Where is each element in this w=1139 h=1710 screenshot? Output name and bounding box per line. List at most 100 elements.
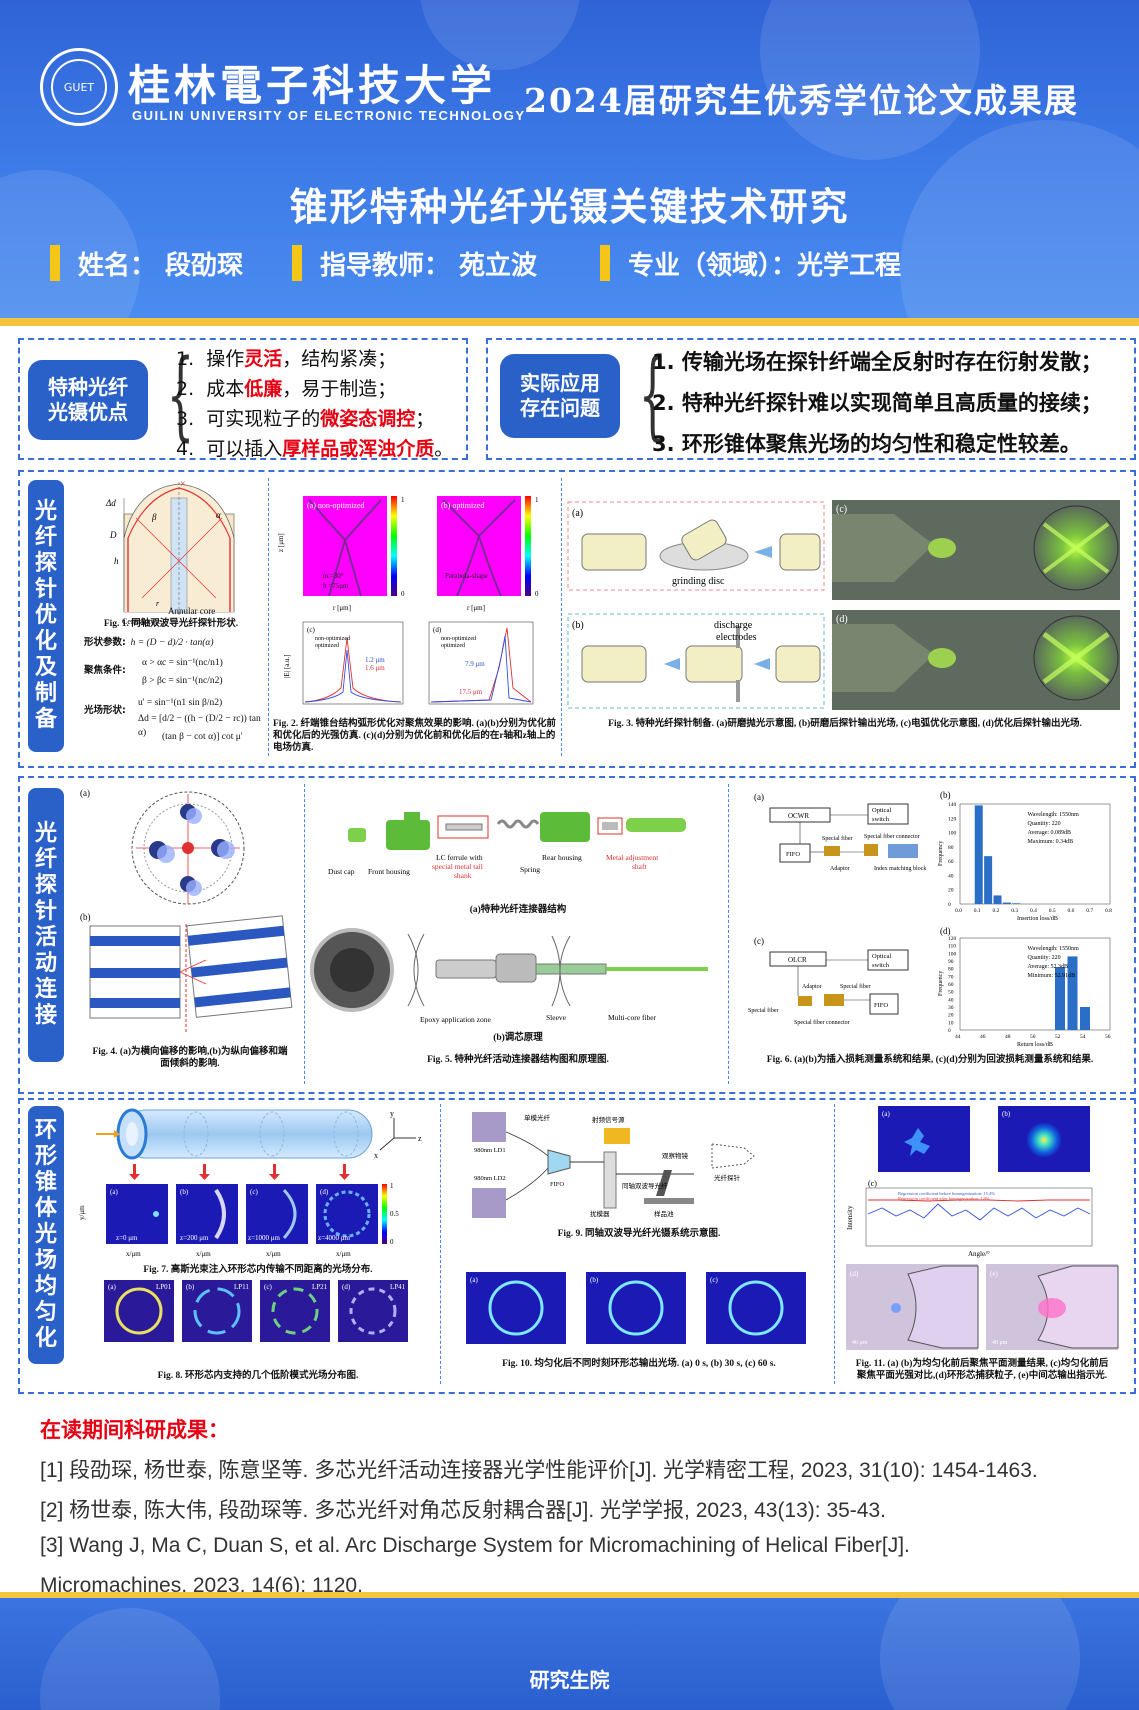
section-label-char: 体 — [34, 1196, 57, 1221]
formula-field-2: Δd = [d/2 − ((h − (D/2 − rc)) tan α) — [138, 714, 261, 738]
fig2-cb-top-a: 1 — [401, 496, 405, 504]
fig6b-stat: Maximum: 0.34dB — [1028, 839, 1074, 845]
section3-label: 环形锥体光场均匀化 — [28, 1106, 64, 1364]
advantages-label-l2: 光镊优点 — [48, 400, 128, 424]
fig5-b-caption: (b)调芯原理 — [493, 1033, 543, 1043]
fig6b-stat: Wavelength: 1550nm — [1028, 812, 1080, 818]
formula-focus-2: β > βc = sin⁻¹(nc/n2) — [142, 676, 223, 686]
fig5-panel: Dust cap Front housing LC ferrule with s… — [308, 784, 729, 1084]
logo-text: GUET — [51, 59, 107, 115]
fig4-offset-diagram: (a) (b) — [80, 788, 293, 1034]
fig6b-ytick: 100 — [948, 831, 957, 837]
fig7-8-ring-field: yzx 10.50 (a) (b) (c) (d) z=0 μm z=200 μ… — [78, 1108, 422, 1342]
fig6b-bar — [993, 895, 1002, 904]
fig6-loss-measurement: (a) OCWR Optical switch FIFO Special fib… — [748, 790, 1112, 1048]
reference-item: Micromachines, 2023, 14(6): 1120. — [40, 1574, 363, 1597]
fig11-results: (a) (b) (c) Regression coefficient befor… — [846, 1106, 1119, 1350]
fig11-a: (a) — [882, 1110, 890, 1118]
fig6d-xtick: 46 — [980, 1034, 986, 1040]
fig3-a-label: (a) — [572, 508, 583, 519]
fig6-adaptor-a: Adaptor — [830, 866, 850, 872]
fig6b-ytick: 0 — [948, 902, 951, 908]
fig9-obj: 观察物镜 — [662, 1151, 689, 1160]
fig6d-stat: Minimum: 52.91dB — [1028, 973, 1076, 979]
fig11-e: (e) — [990, 1270, 998, 1278]
fig4-caption-1: Fig. 4. (a)为横向偏移的影响,(b)为纵向偏移和端 — [92, 1047, 288, 1057]
fig9-ld2: 980nm LD2 — [474, 1175, 506, 1182]
fig6-special-c2: Special fiber — [748, 1007, 779, 1014]
fig5-mcf: Multi-core fiber — [608, 1013, 657, 1022]
fig6d-ytick: 60 — [948, 982, 954, 988]
fig3-d-label: (d) — [836, 614, 848, 625]
fig1-annular-core: Annular core — [168, 606, 216, 616]
fig9-caption: Fig. 9. 同轴双波导光纤光镊系统示意图. — [557, 1229, 721, 1239]
fig6d-ytick: 70 — [948, 974, 954, 980]
advantage-item: 4. 可以插入厚样品或浑浊介质。 — [176, 438, 454, 460]
fig5-front-housing: Front housing — [368, 867, 410, 876]
university-logo: GUET — [40, 48, 118, 126]
fig2-e-axis: |E| [a.u.] — [283, 654, 291, 678]
fig6b-ytick: 20 — [948, 888, 954, 894]
fig8-b: (b) — [186, 1283, 195, 1291]
fig6b-xlabel: Insertion loss/dB — [1017, 916, 1058, 922]
section-label-char: 针 — [34, 899, 57, 924]
fig6-fifo-a: FIFO — [786, 851, 800, 858]
fig6d-ytick: 100 — [948, 951, 957, 957]
university-name-cn: 桂林電子科技大学 — [128, 61, 497, 110]
advisor-name: 指导教师： 苑立波 — [292, 244, 537, 282]
footer-divider — [0, 1592, 1139, 1598]
fig4-a-label: (a) — [80, 788, 90, 798]
fig3-discharge-1: discharge — [714, 620, 753, 631]
fig6b-bar — [1012, 903, 1021, 904]
fig7-a: (a) — [110, 1188, 118, 1196]
formula-field: 光场形状: — [84, 705, 126, 716]
fig5-dust-cap: Dust cap — [328, 867, 355, 876]
fig9-probe: 光纤探针 — [714, 1173, 741, 1182]
fig1-alpha: α — [216, 510, 221, 520]
advantages-label-l1: 特种光纤 — [48, 375, 128, 399]
fig2-d-v1: 7.9 μm — [465, 660, 485, 668]
fig3-b-label: (b) — [572, 620, 584, 631]
fig2-caption: Fig. 2. 纤端锥台结构弧形优化对聚焦效果的影响. (a)(b)分别为优化前… — [273, 719, 556, 753]
fig5-epoxy: Epoxy application zone — [420, 1015, 491, 1024]
fig6b-xtick: 0.4 — [1030, 908, 1037, 914]
problems-label-l1: 实际应用 — [520, 371, 600, 395]
fig8-mode-d: LP41 — [390, 1283, 406, 1291]
advantage-item: 2. 成本低廉，易于制造； — [176, 378, 397, 400]
fig6-sw1-c: Optical — [872, 953, 891, 960]
section-label-char: 光 — [34, 821, 57, 846]
fig5-metal: Metal adjustment — [606, 853, 659, 862]
fig5-lc2: special metal tail — [432, 862, 483, 871]
fig6b-xtick: 0.7 — [1086, 908, 1093, 914]
fig1-x-mark: × — [180, 479, 186, 490]
fig6d-ytick: 10 — [948, 1020, 954, 1026]
fig6-ocwr: OCWR — [788, 812, 809, 820]
fig7-x-c: x/μm — [266, 1250, 281, 1258]
fig3-panel: (a) grinding disc (b) discharge electrod… — [564, 478, 1126, 756]
problems-list: 1. 传输光场在探针纤端全反射时存在衍射发散； 2. 特种光纤探针难以实现简单且… — [652, 342, 1102, 465]
svg-text:x: x — [374, 1151, 378, 1160]
fig6-connector-a: Special fiber connector — [864, 833, 920, 840]
fig6b-stat: Quantity: 220 — [1028, 821, 1061, 827]
fig6d-bar — [1080, 1007, 1090, 1030]
university-name-en: GUILIN UNIVERSITY OF ELECTRONIC TECHNOLO… — [132, 108, 526, 123]
fig6-adaptor-c: Adaptor — [802, 984, 822, 990]
fig6d-ytick: 0 — [948, 1028, 951, 1034]
problem-item: 1. 传输光场在探针纤端全反射时存在衍射发散； — [652, 350, 1102, 374]
formula-focus-1: α > αc = sin⁻¹(nc/n1) — [142, 658, 223, 668]
fig11-scale-e: 40 μm — [992, 1340, 1008, 1346]
fig9-pool: 样品池 — [654, 1209, 674, 1218]
fig8-mode-c: LP21 — [312, 1283, 328, 1291]
fig6b-xtick: 0.5 — [1049, 908, 1056, 914]
fig5-sleeve: Sleeve — [546, 1013, 567, 1022]
fig6b-ytick: 80 — [948, 845, 954, 851]
fig4-caption-2: 面倾斜的影响. — [160, 1059, 220, 1069]
fig2-cb-top-b: 1 — [535, 496, 539, 504]
student-name: 姓名： 段劭琛 — [50, 244, 243, 282]
fig7-b: (b) — [180, 1188, 189, 1196]
section-label-char: 针 — [34, 577, 57, 602]
fig6d-stat: Average: 52.3dB — [1028, 964, 1069, 970]
fig3-c-label: (c) — [836, 504, 847, 515]
fig2-cb-bot-b: 0 — [535, 590, 539, 598]
fig6d-xtick: 52 — [1055, 1034, 1061, 1040]
